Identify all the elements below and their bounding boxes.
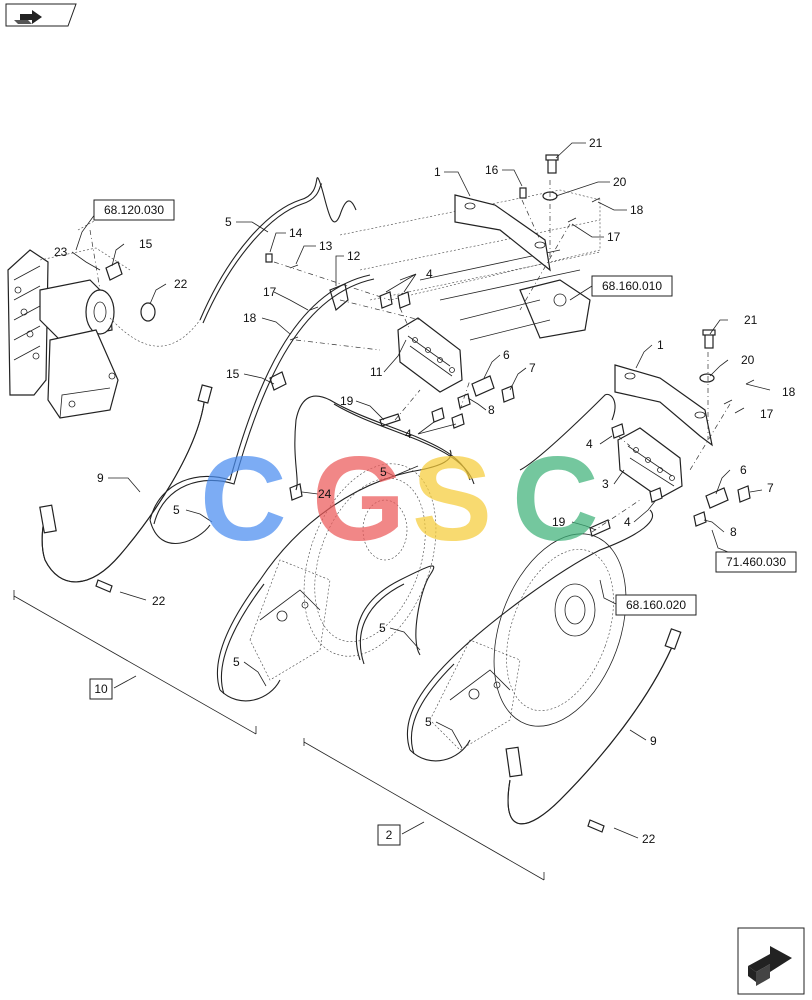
callout: 12 [347, 249, 361, 263]
group-brackets [13, 590, 545, 881]
reference-link-71460030[interactable]: 71.460.030 [715, 551, 797, 573]
callout: 19 [552, 515, 566, 529]
watermark: C G S C [200, 432, 599, 566]
callout: 7 [529, 361, 536, 375]
callout: 17 [607, 230, 621, 244]
callout: 1 [657, 338, 664, 352]
callout: 20 [613, 175, 627, 189]
callout: 5 [380, 465, 387, 479]
assembly-box-2[interactable]: 2 [377, 824, 401, 846]
reference-label: 68.160.020 [626, 598, 686, 612]
next-nav-button[interactable] [737, 927, 805, 995]
callout: 1 [434, 165, 441, 179]
watermark-letter: S [412, 432, 492, 566]
callout: 9 [650, 734, 657, 748]
callout: 3 [602, 477, 609, 491]
bracket-lower [614, 364, 713, 447]
leaders [71, 142, 771, 839]
callout: 13 [319, 239, 333, 253]
reference-label: 68.160.010 [602, 279, 662, 293]
callout: 7 [767, 481, 774, 495]
callout: 22 [152, 594, 166, 608]
assembly-label: 10 [94, 682, 108, 696]
callout: 9 [97, 471, 104, 485]
reference-label: 68.120.030 [104, 203, 164, 217]
arrow-right-icon [14, 10, 42, 24]
bracket-upper [454, 194, 551, 272]
callout: 20 [741, 353, 755, 367]
callout: 4 [405, 427, 412, 441]
callout: 4 [624, 515, 631, 529]
callout: 6 [503, 348, 510, 362]
callout: 15 [139, 237, 153, 251]
callout: 5 [379, 621, 386, 635]
reference-link-68160010[interactable]: 68.160.010 [591, 275, 673, 297]
next-page-arrow-icon [748, 946, 792, 986]
callout: 8 [488, 403, 495, 417]
reference-label: 71.460.030 [726, 555, 786, 569]
callout: 5 [173, 503, 180, 517]
callout: 4 [426, 267, 433, 281]
callout: 6 [740, 463, 747, 477]
watermark-letter: C [512, 432, 599, 566]
callout: 14 [289, 226, 303, 240]
callout: 16 [485, 163, 499, 177]
watermark-letter: G [312, 432, 405, 566]
callout: 23 [54, 245, 68, 259]
assembly-label: 2 [386, 828, 393, 842]
reference-link-68120030[interactable]: 68.120.030 [93, 199, 175, 221]
assembly-lines [89, 180, 731, 533]
callout: 5 [425, 715, 432, 729]
callout: 5 [233, 655, 240, 669]
callout: 15 [226, 367, 240, 381]
reference-boxes: 68.120.030 68.160.010 71.460.030 68.160.… [89, 199, 797, 846]
assembly-box-10[interactable]: 10 [89, 678, 113, 700]
callout: 11 [370, 365, 383, 379]
line-art [7, 142, 771, 881]
callout: 18 [243, 311, 257, 325]
distributor-block-upper [397, 317, 463, 393]
callouts: 1 16 21 20 18 17 5 14 13 12 4 23 15 22 1… [54, 136, 796, 846]
callout: 18 [782, 385, 796, 399]
reference-link-68160020[interactable]: 68.160.020 [615, 594, 697, 616]
callout: 21 [589, 136, 603, 150]
callout: 22 [174, 277, 188, 291]
callout: 8 [730, 525, 737, 539]
callout: 22 [642, 832, 656, 846]
fittings [95, 154, 755, 833]
prev-nav-button[interactable] [5, 3, 77, 27]
callout: 21 [744, 313, 758, 327]
watermark-letter: C [200, 432, 287, 566]
callout: 18 [630, 203, 644, 217]
hub-assembly [7, 219, 131, 419]
callout: 17 [263, 285, 277, 299]
distributor-block-lower [617, 427, 683, 499]
callout: 24 [318, 487, 332, 501]
hoses [109, 177, 654, 762]
long-hoses [39, 384, 682, 825]
callout: 4 [586, 437, 593, 451]
callout: 17 [760, 407, 774, 421]
callout: 5 [225, 215, 232, 229]
callout: 19 [340, 394, 354, 408]
cutter-heads [249, 463, 627, 751]
